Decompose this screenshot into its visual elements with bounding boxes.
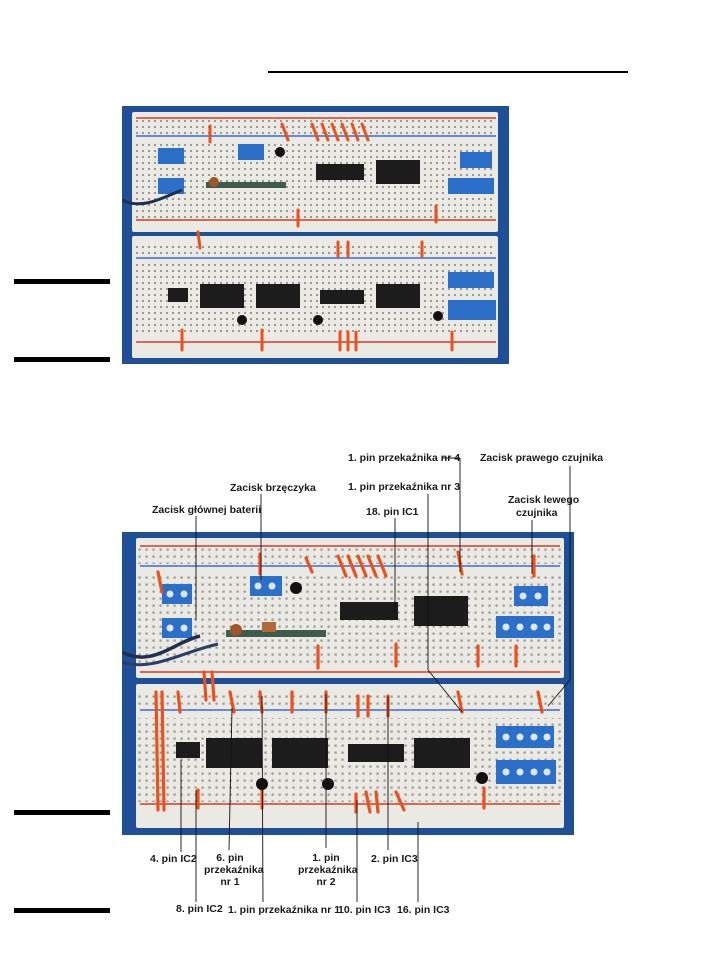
header-rule — [268, 71, 628, 73]
callout-left-sensor-terminal-line1: Zacisk lewego — [508, 494, 580, 506]
margin-rule — [14, 279, 110, 284]
margin-rule — [14, 357, 110, 362]
breadboard-photo-bottom — [122, 532, 574, 835]
margin-rule — [14, 908, 110, 913]
callout-pin6-relay1-line2: przekaźnika — [204, 864, 264, 876]
callout-pin1-relay1: 1. pin przekaźnika nr 1 — [228, 904, 341, 916]
callout-pin6-relay1-line3: nr 1 — [220, 876, 240, 888]
callout-buzzer-terminal: Zacisk brzęczyka — [230, 482, 316, 494]
callout-pin18-ic1: 18. pin IC1 — [366, 506, 419, 518]
callout-right-sensor-terminal: Zacisk prawego czujnika — [480, 452, 604, 464]
callout-pin2-ic3: 2. pin IC3 — [371, 853, 418, 865]
callout-pin4-ic2: 4. pin IC2 — [150, 853, 197, 865]
callout-pin1-relay2-line3: nr 2 — [316, 876, 336, 888]
callout-pin1-relay2-line2: przekaźnika — [298, 864, 358, 876]
callout-pin8-ic2: 8. pin IC2 — [176, 903, 223, 915]
callout-pin1-relay4: 1. pin przekaźnika nr 4 — [348, 452, 461, 464]
callout-pin16-ic3: 16. pin IC3 — [397, 904, 450, 916]
callout-pin1-relay2-line1: 1. pin — [312, 852, 340, 864]
callout-pin1-relay3: 1. pin przekaźnika nr 3 — [348, 481, 461, 493]
callout-pin10-ic3: 10. pin IC3 — [338, 904, 391, 916]
margin-rule — [14, 810, 110, 815]
callout-left-sensor-terminal-line2: czujnika — [516, 507, 558, 519]
callout-main-battery-terminal: Zacisk głównej baterii — [152, 504, 262, 516]
breadboard-photo-top — [122, 106, 509, 364]
callout-pin6-relay1-line1: 6. pin — [216, 852, 244, 864]
